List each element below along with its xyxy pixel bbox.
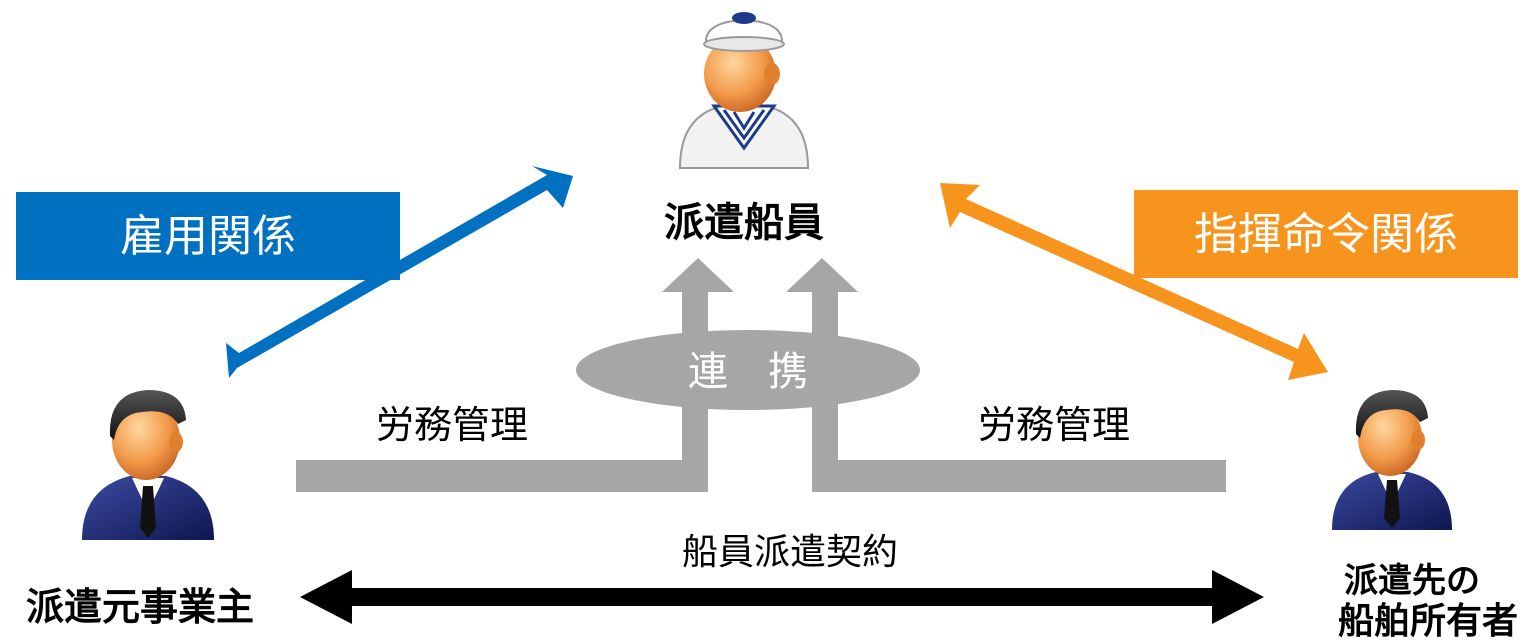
- employment-double-arrow: [226, 166, 573, 378]
- owner-label-line1: 派遣先の: [1344, 561, 1480, 601]
- employment-label-box: [16, 192, 400, 280]
- management-arrows: [296, 258, 1226, 492]
- cooperation-label: 連 携: [688, 349, 808, 395]
- seafarer-label: 派遣船員: [664, 200, 824, 246]
- command-label: 指揮命令関係: [1194, 209, 1458, 260]
- cooperation-ellipse: [576, 330, 920, 410]
- owner-businessman-icon: [1332, 390, 1452, 530]
- labor-management-right-label: 労務管理: [978, 403, 1130, 447]
- dispatcher-businessman-icon: [82, 390, 214, 540]
- command-label-box: [1134, 190, 1518, 278]
- owner-label-line2: 船舶所有者: [1338, 601, 1518, 642]
- dispatcher-label: 派遣元事業主: [26, 585, 254, 629]
- command-double-arrow: [940, 183, 1328, 380]
- contract-label: 船員派遣契約: [682, 532, 898, 573]
- management-arrow-left: [296, 258, 734, 492]
- command-relation: [940, 183, 1518, 380]
- employment-label: 雇用関係: [120, 211, 296, 262]
- management-arrow-right: [786, 258, 1226, 492]
- sailor-person-icon: [678, 12, 810, 169]
- contract-double-arrow: [300, 570, 1264, 624]
- labor-management-left-label: 労務管理: [376, 403, 528, 447]
- employment-relation: [16, 166, 573, 378]
